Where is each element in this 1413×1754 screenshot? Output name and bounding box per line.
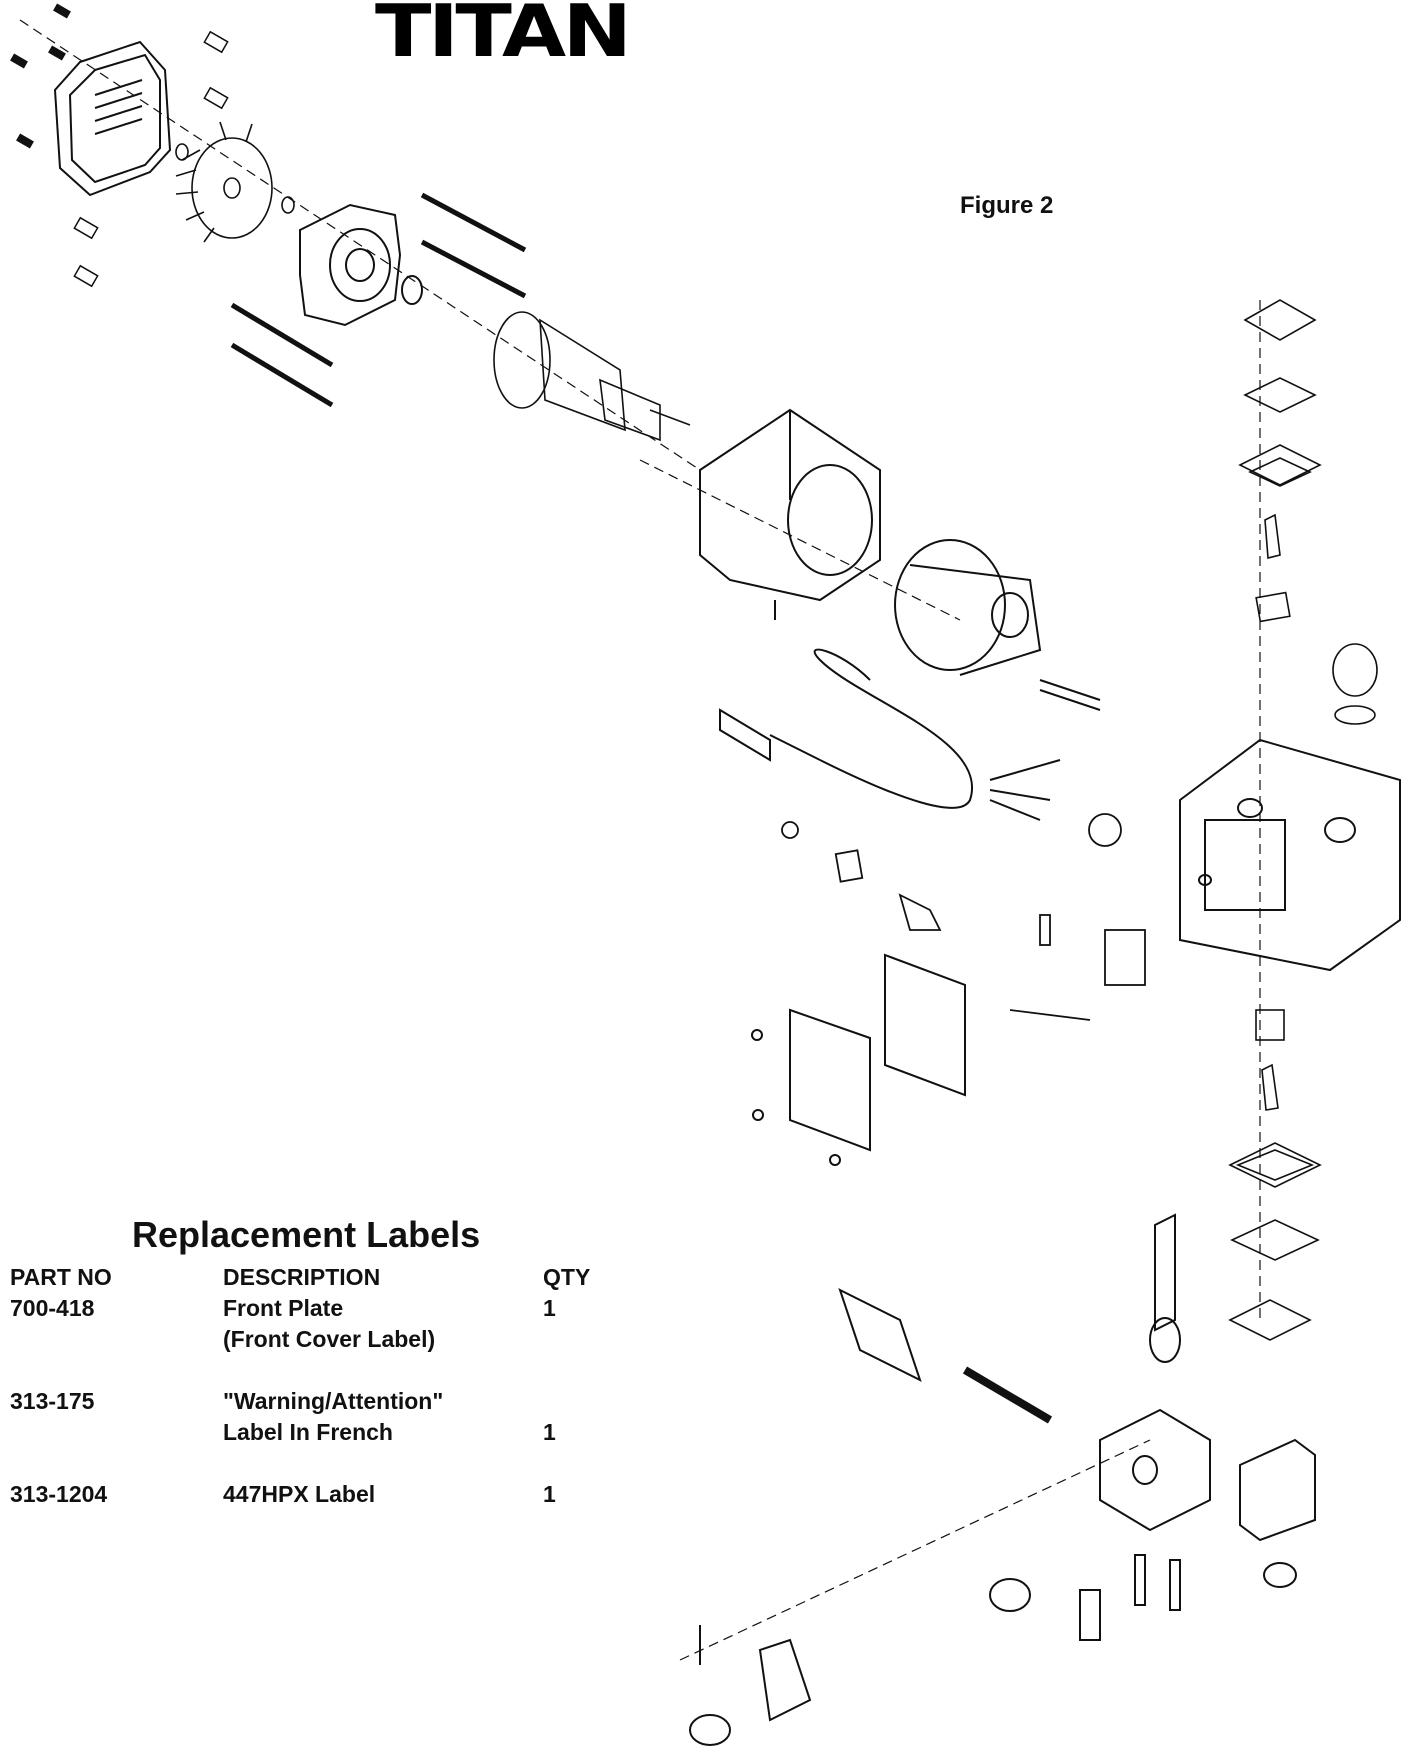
header-description: DESCRIPTION <box>223 1264 381 1290</box>
titan-logo: TITAN <box>375 0 635 73</box>
table-header-row: PART NO DESCRIPTION QTY <box>10 1262 603 1293</box>
fan-cover <box>53 40 172 197</box>
qty: 1 <box>543 1419 556 1445</box>
table-row: 313-1204 447HPX Label 1 <box>10 1479 603 1510</box>
part-no: 313-1204 <box>10 1481 108 1507</box>
table-row: 700-418 Front Plate 1 <box>10 1293 603 1324</box>
table-row-continued: Label In French 1 <box>10 1417 603 1448</box>
table-row-continued: (Front Cover Label) <box>10 1324 603 1355</box>
screws-top-left <box>10 3 71 149</box>
replacement-labels-title: Replacement Labels <box>132 1214 481 1255</box>
description: 447HPX Label <box>223 1481 376 1507</box>
description: "Warning/Attention" <box>223 1388 444 1414</box>
qty: 1 <box>543 1295 556 1321</box>
table-row: 313-175 "Warning/Attention" <box>10 1386 603 1417</box>
armature <box>493 311 691 442</box>
small-electrical-parts <box>781 813 1146 1021</box>
fan-impeller <box>175 121 295 243</box>
motor-housing <box>699 408 881 620</box>
header-part-no: PART NO <box>10 1264 112 1290</box>
manifold-assembly <box>689 1213 1316 1746</box>
description-line2: (Front Cover Label) <box>223 1326 436 1352</box>
description-line2: Label In French <box>223 1419 393 1445</box>
power-cord <box>719 648 1061 821</box>
replacement-labels-table: PART NO DESCRIPTION QTY 700-418 Front Pl… <box>10 1262 603 1510</box>
figure-label: Figure 2 <box>960 192 1054 219</box>
through-bolts <box>230 192 527 408</box>
logo-text: TITAN <box>375 0 632 73</box>
motor-brush-housing <box>894 539 1101 711</box>
right-column-parts <box>1228 299 1378 1341</box>
end-bell <box>299 203 423 327</box>
part-no: 700-418 <box>10 1295 95 1321</box>
cover-plates <box>751 953 966 1166</box>
qty: 1 <box>543 1481 556 1507</box>
part-no: 313-175 <box>10 1388 95 1414</box>
header-qty: QTY <box>543 1264 591 1290</box>
description: Front Plate <box>223 1295 344 1321</box>
standoffs <box>73 30 229 288</box>
gear-housing <box>1179 738 1401 972</box>
